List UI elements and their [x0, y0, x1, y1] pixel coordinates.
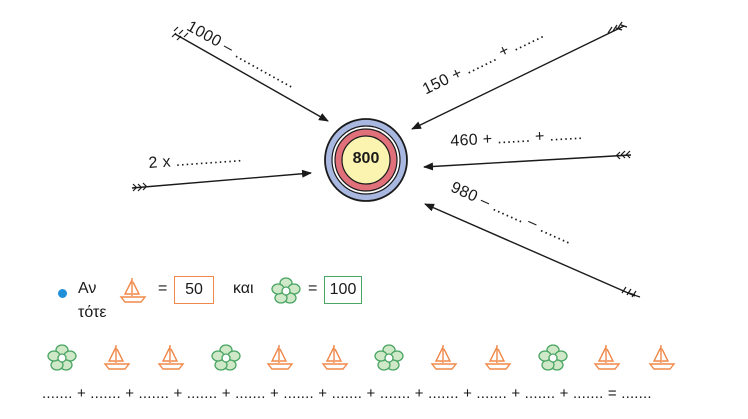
flower-value-box: 100 — [324, 276, 362, 304]
sailboat-icon — [593, 345, 621, 370]
sailboat-icon — [430, 345, 457, 370]
arrow-top-right — [411, 25, 625, 130]
sailboat-icon — [321, 345, 348, 370]
flower-icon — [374, 344, 404, 371]
equals-sign-2: = — [308, 280, 318, 297]
sum-equation: ....... + ....... + ....... + ....... + … — [42, 385, 652, 402]
fletch-top-left — [171, 26, 189, 41]
boat-value-box: 50 — [174, 276, 214, 304]
sailboat-icon — [119, 278, 147, 303]
flower-icon — [271, 277, 301, 304]
sailboat-icon — [266, 345, 294, 370]
flower-icon — [210, 344, 241, 371]
arrow-top-left — [174, 33, 329, 122]
arrow-left — [131, 169, 312, 189]
sailboat-icon — [157, 345, 185, 370]
fletch-bottom-right — [621, 286, 641, 298]
word-if: Αν — [78, 280, 97, 297]
fletch-left — [132, 182, 148, 192]
arrow-bottom-right — [424, 203, 636, 297]
equals-sign: = — [158, 280, 168, 297]
fletch-top-right — [607, 21, 628, 34]
word-and: και — [233, 280, 254, 297]
target-value: 800 — [352, 150, 380, 167]
sailboat-icon — [484, 345, 512, 370]
word-then: τότε — [78, 304, 107, 321]
sailboat-icon — [648, 345, 675, 370]
target-bullseye: 800 — [323, 117, 409, 203]
flower-icon — [47, 344, 77, 371]
bullet-point — [58, 289, 67, 298]
target-rings — [324, 118, 408, 202]
sailboat-icon — [103, 345, 130, 370]
arrow-right — [423, 154, 632, 171]
flower-icon — [537, 344, 568, 371]
fletch-right — [615, 150, 631, 160]
